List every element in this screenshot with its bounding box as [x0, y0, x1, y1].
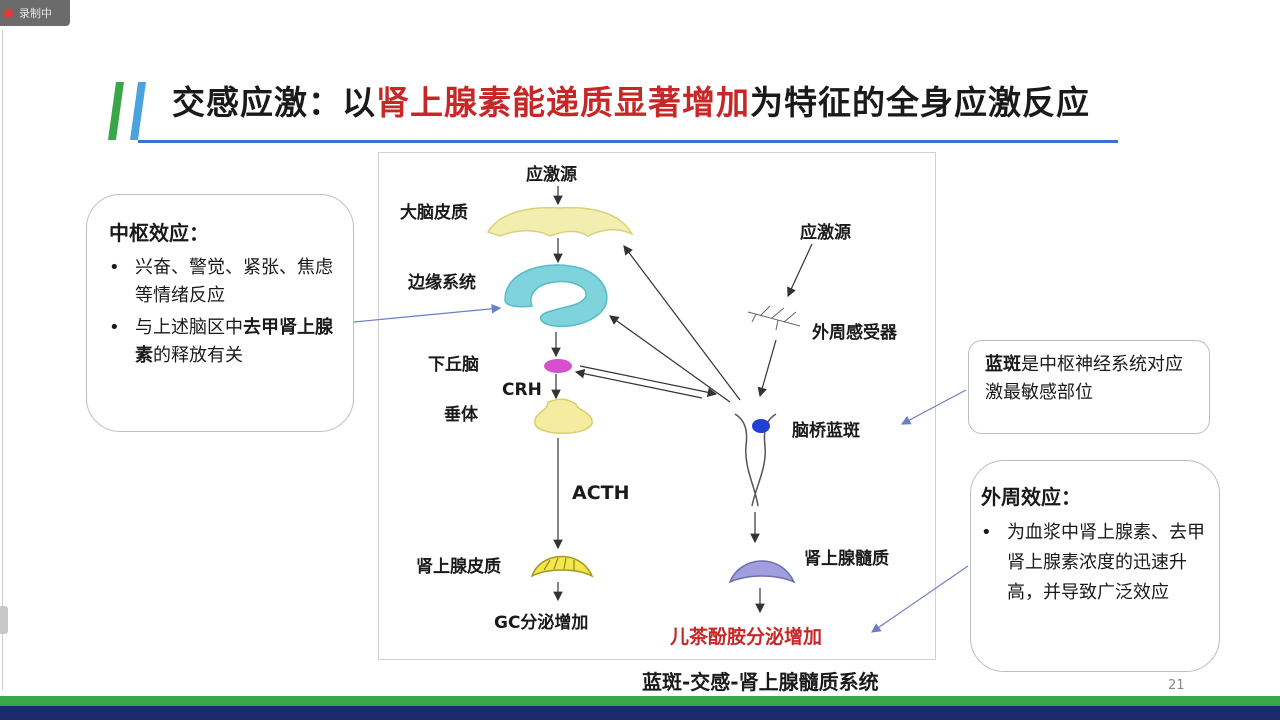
- side-scroll-handle[interactable]: [0, 606, 8, 634]
- central-bullet-1-text: 兴奋、警觉、紧张、焦虑等情绪反应: [135, 257, 333, 306]
- label-cerebral-cortex: 大脑皮质: [400, 203, 468, 223]
- arrow-receptor-to-locus: [757, 339, 777, 398]
- peripheral-effect-box: 外周效应： • 为血浆中肾上腺素、去甲肾上腺素浓度的迅速升高，并导致广泛效应: [970, 460, 1220, 672]
- bullet-dot-icon: •: [109, 257, 120, 278]
- bullet-dot-icon: •: [109, 317, 120, 338]
- label-pituitary: 垂体: [444, 405, 478, 425]
- title-underline: [138, 140, 1118, 143]
- pointer-peripheral-to-catecholamine: [871, 565, 969, 633]
- central-effect-box: 中枢效应： • 兴奋、警觉、紧张、焦虑等情绪反应 • 与上述脑区中去甲肾上腺素的…: [86, 194, 354, 432]
- diagram-caption: 蓝斑-交感-肾上腺髓质系统: [642, 670, 879, 694]
- locus-coeruleus-box: 蓝斑是中枢神经系统对应激最敏感部位: [968, 340, 1210, 434]
- title-prefix: 交感应激：以: [172, 83, 376, 122]
- arrow-stressor-to-receptor: [787, 243, 813, 298]
- bullet-dot-icon: •: [981, 522, 992, 543]
- brainstem-outline: [734, 413, 777, 507]
- label-catecholamine-increase: 儿茶酚胺分泌增加: [670, 626, 823, 648]
- title-highlight: 肾上腺素能递质显著增加: [376, 83, 750, 122]
- hypothalamus-shape: [544, 359, 572, 373]
- label-limbic-system: 边缘系统: [408, 273, 476, 293]
- slide-title: 交感应激：以肾上腺素能递质显著增加为特征的全身应激反应: [172, 80, 1090, 126]
- label-adrenal-medulla: 肾上腺髓质: [804, 549, 889, 569]
- locus-text: 是中枢神经系统对应激最敏感部位: [985, 354, 1183, 403]
- recording-badge: 录制中: [0, 0, 70, 26]
- title-suffix: 为特征的全身应激反应: [750, 83, 1090, 122]
- label-locus-coeruleus: 脑桥蓝斑: [792, 421, 860, 441]
- locus-bold: 蓝斑: [985, 354, 1021, 375]
- pointer-locus-box-to-locus: [900, 389, 967, 425]
- norepinephrine-bold: 去甲肾上腺素: [135, 317, 333, 366]
- title-accent-bars-icon: [108, 82, 146, 140]
- central-effect-heading: 中枢效应：: [109, 221, 209, 245]
- recording-label: 录制中: [19, 7, 52, 20]
- pituitary-shape: [534, 398, 593, 434]
- arrow-locus-to-hypothalamus: [574, 368, 703, 399]
- label-stressor-right: 应激源: [800, 223, 851, 243]
- pointer-central-to-limbic: [353, 304, 502, 323]
- peripheral-bullet-text: 为血浆中肾上腺素、去甲肾上腺素浓度的迅速升高，并导致广泛效应: [1007, 522, 1205, 603]
- peripheral-receptor-shape: [747, 305, 801, 331]
- peripheral-effect-heading: 外周效应：: [981, 485, 1081, 509]
- adrenal-cortex-shape: [530, 555, 594, 578]
- record-dot-icon: [4, 8, 13, 18]
- arrow-locus-to-cortex: [623, 245, 741, 401]
- label-stressor-top: 应激源: [526, 165, 577, 185]
- label-acth: ACTH: [572, 482, 630, 504]
- limbic-system-shape: [504, 264, 608, 328]
- cerebral-cortex-shape: [486, 206, 634, 237]
- adrenal-medulla-shape: [728, 560, 796, 584]
- label-adrenal-cortex: 肾上腺皮质: [416, 557, 501, 577]
- page-number: 21: [1168, 678, 1185, 693]
- central-bullet-1: • 兴奋、警觉、紧张、焦虑等情绪反应: [109, 254, 339, 310]
- footer-navy-bar: [0, 706, 1280, 720]
- left-edge-divider: [2, 30, 3, 690]
- footer-green-bar: [0, 696, 1280, 706]
- label-crh: CRH: [502, 380, 542, 400]
- arrow-locus-to-limbic: [609, 315, 731, 403]
- peripheral-bullet: • 为血浆中肾上腺素、去甲肾上腺素浓度的迅速升高，并导致广泛效应: [981, 518, 1207, 608]
- label-peripheral-receptor: 外周感受器: [812, 323, 897, 343]
- locus-coeruleus-shape: [752, 419, 770, 433]
- label-gc-increase: GC分泌增加: [494, 613, 589, 633]
- arrow-hypothalamus-to-locus: [579, 365, 718, 398]
- label-hypothalamus: 下丘脑: [428, 355, 479, 375]
- central-bullet-2: • 与上述脑区中去甲肾上腺素的释放有关: [109, 314, 339, 370]
- central-bullet-2-text: 与上述脑区中去甲肾上腺素的释放有关: [135, 317, 333, 366]
